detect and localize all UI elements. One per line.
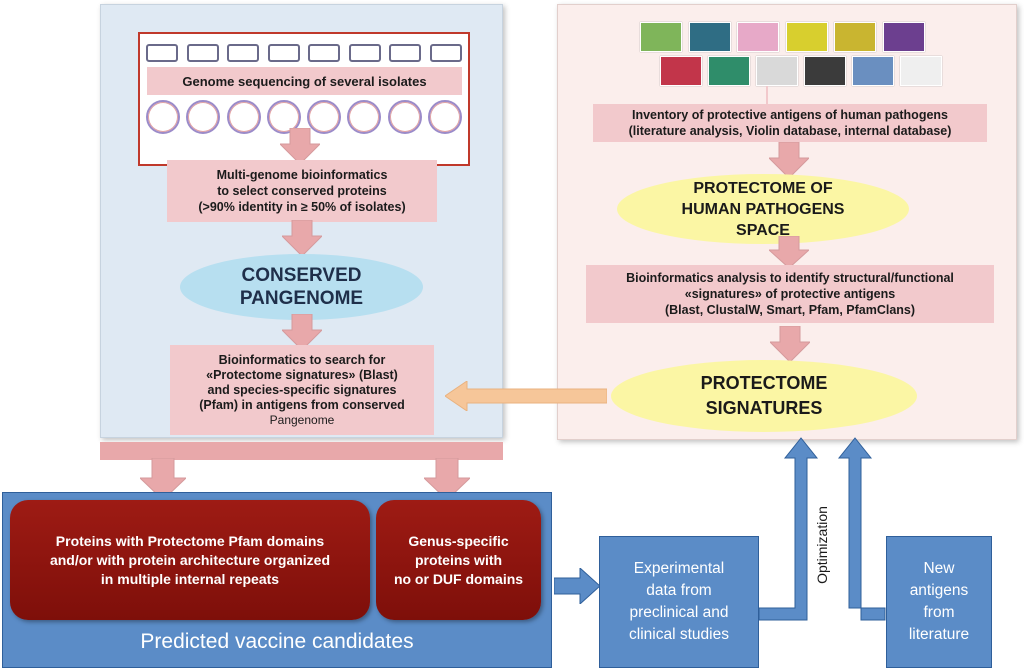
experimental-data-box: Experimental data from preclinical and c… (599, 536, 759, 668)
genome-circle-icon (427, 100, 462, 134)
bioinf-line1: Bioinformatics to search for (218, 352, 386, 367)
genome-circle-icon (186, 100, 221, 134)
plasmid-icon (348, 44, 381, 62)
pathogen-image (804, 56, 846, 86)
box1-line3: in multiple internal repeats (100, 570, 280, 587)
box2-line1: Genus-specific (408, 532, 509, 549)
inventory-box: Inventory of protective antigens of huma… (593, 104, 987, 142)
plasmid-icon (429, 44, 462, 62)
genome-circle-icon (307, 100, 342, 134)
analysis-line3: (Blast, ClustalW, Smart, Pfam, PfamClans… (664, 303, 916, 317)
down-arrow-icon (770, 326, 810, 362)
experimental-line3: preclinical and (629, 604, 729, 621)
protectome-search-box: Bioinformatics to search for «Protectome… (170, 345, 434, 435)
pathogen-image (660, 56, 702, 86)
predicted-candidates-label: Predicted vaccine candidates (140, 630, 414, 653)
genome-sequencing-label: Genome sequencing of several isolates (147, 67, 462, 95)
pathogen-image (708, 56, 750, 86)
genus-specific-proteins-box: Genus-specific proteins with no or DUF d… (376, 500, 541, 620)
inventory-line2: (literature analysis, Violin database, i… (628, 124, 952, 138)
protectome-pfam-proteins-box: Proteins with Protectome Pfam domains an… (10, 500, 370, 620)
plasmid-icon (186, 44, 219, 62)
protectome-signatures-ellipse: PROTECTOME SIGNATURES (611, 360, 917, 432)
space-line3: SPACE (736, 221, 790, 239)
right-arrow-icon (554, 568, 600, 604)
down-arrow-icon (140, 458, 186, 500)
plasmid-row (146, 44, 462, 62)
down-arrow-icon (769, 142, 809, 178)
plasmid-icon (146, 44, 178, 62)
genome-circle-icon (146, 100, 180, 134)
down-arrow-icon (424, 458, 470, 500)
genome-circle-icon (226, 100, 261, 134)
plasmid-icon (227, 44, 260, 62)
split-bar (100, 442, 503, 460)
pathogen-image (852, 56, 894, 86)
down-arrow-icon (769, 236, 809, 268)
new-antigens-box: New antigens from literature (886, 536, 992, 668)
pathogen-image (785, 22, 828, 52)
pathogen-image (737, 22, 780, 52)
new-antigens-line3: from (923, 604, 955, 621)
bioinf-line5: Pangenome (269, 412, 335, 427)
space-line1: PROTECTOME OF (693, 179, 833, 197)
bioinf-line4: (Pfam) in antigens from conserved (199, 397, 405, 412)
pathogen-image (756, 56, 798, 86)
optimization-label: Optimization (814, 506, 830, 584)
pathogen-images-row1 (640, 22, 925, 52)
new-antigens-line4: literature (908, 626, 970, 643)
analysis-line2: «signatures» of protective antigens (684, 287, 896, 301)
down-arrow-icon (280, 128, 320, 164)
multi-genome-line3: (>90% identity in ≥ 50% of isolates) (198, 200, 406, 214)
signatures-line2: SIGNATURES (705, 398, 823, 418)
pathogen-images-row2 (660, 56, 942, 86)
multi-genome-bioinformatics-box: Multi-genome bioinformatics to select co… (167, 160, 437, 222)
pathogen-image (688, 22, 731, 52)
down-arrow-icon (282, 220, 322, 256)
inventory-line1: Inventory of protective antigens of huma… (631, 108, 948, 122)
pathogen-image (640, 22, 682, 52)
multi-genome-line2: to select conserved proteins (217, 184, 387, 198)
pathogen-image (834, 22, 877, 52)
signatures-line1: PROTECTOME (700, 373, 828, 393)
new-antigens-line2: antigens (909, 582, 969, 599)
bioinf-line2: «Protectome signatures» (Blast) (206, 367, 398, 382)
new-antigens-line1: New (923, 560, 955, 577)
plasmid-icon (267, 44, 300, 62)
box2-line2: proteins with (414, 551, 503, 568)
optimization-arrows (758, 437, 886, 621)
experimental-line4: clinical studies (629, 626, 729, 643)
conserved-line1: CONSERVED (241, 265, 362, 286)
genome-circle-icon (347, 100, 382, 134)
plasmid-icon (308, 44, 341, 62)
multi-genome-line1: Multi-genome bioinformatics (216, 168, 388, 182)
space-line2: HUMAN PATHOGENS (681, 200, 845, 218)
genome-circle-icon (387, 100, 422, 134)
down-arrow-icon (282, 314, 322, 350)
conserved-pangenome-ellipse: CONSERVED PANGENOME (180, 254, 423, 320)
connector-line (766, 86, 768, 104)
analysis-line1: Bioinformatics analysis to identify stru… (626, 271, 954, 285)
box1-line1: Proteins with Protectome Pfam domains (55, 532, 325, 549)
protectome-space-ellipse: PROTECTOME OF HUMAN PATHOGENS SPACE (617, 174, 909, 244)
conserved-line2: PANGENOME (239, 288, 364, 309)
left-arrow-icon (445, 381, 607, 411)
bioinf-line3: and species-specific signatures (207, 382, 397, 397)
experimental-line1: Experimental (633, 560, 725, 577)
pathogen-image (882, 22, 925, 52)
signature-analysis-box: Bioinformatics analysis to identify stru… (586, 265, 994, 323)
plasmid-icon (389, 44, 422, 62)
experimental-line2: data from (646, 582, 712, 599)
box1-line2: and/or with protein architecture organiz… (49, 551, 331, 568)
pathogen-image (900, 56, 942, 86)
box2-line3: no or DUF domains (393, 570, 524, 587)
